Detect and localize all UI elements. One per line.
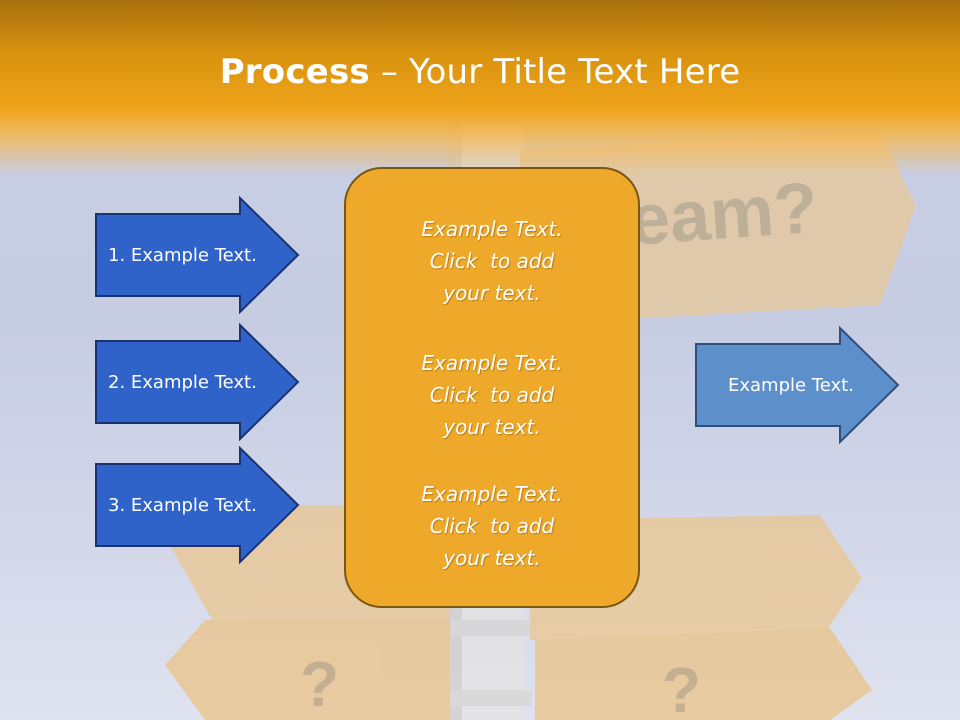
text-line: your text. [443,546,541,570]
arrow-shape-2 [95,323,300,441]
title-strong: Process [219,52,370,92]
text-line: Click to add [429,514,555,538]
sign-text: eam? [627,168,820,261]
text-block-2: Example Text. Click to add your text. [346,347,638,443]
arrow-label-2: 2. Example Text. [108,371,257,393]
text-line: your text. [443,415,541,439]
text-line: Click to add [429,383,555,407]
text-line: Example Text. [421,217,563,241]
text-block-1: Example Text. Click to add your text. [346,213,638,309]
sign-question-mark-2: ? [662,654,701,720]
process-arrow-1[interactable]: 1. Example Text. [94,196,300,314]
text-line: Example Text. [421,351,563,375]
center-text-box[interactable]: Example Text. Click to add your text. Ex… [344,167,640,608]
slide-title[interactable]: Process – Your Title Text Here [0,52,960,92]
process-arrow-2[interactable]: 2. Example Text. [94,323,300,441]
output-arrow-shape [695,326,900,444]
output-arrow[interactable]: Example Text. [694,326,900,444]
sign-question-mark-1: ? [300,648,339,720]
output-arrow-label: Example Text. [728,374,854,396]
text-line: your text. [443,281,541,305]
arrow-shape-3 [95,446,300,564]
text-block-3: Example Text. Click to add your text. [346,478,638,574]
arrow-label-3: 3. Example Text. [108,494,257,516]
process-arrow-3[interactable]: 3. Example Text. [94,446,300,564]
arrow-label-1: 1. Example Text. [108,244,257,266]
arrow-shape-1 [95,196,300,314]
title-bar [0,0,960,175]
title-rest: – Your Title Text Here [369,52,741,92]
text-line: Example Text. [421,482,563,506]
text-line: Click to add [429,249,555,273]
